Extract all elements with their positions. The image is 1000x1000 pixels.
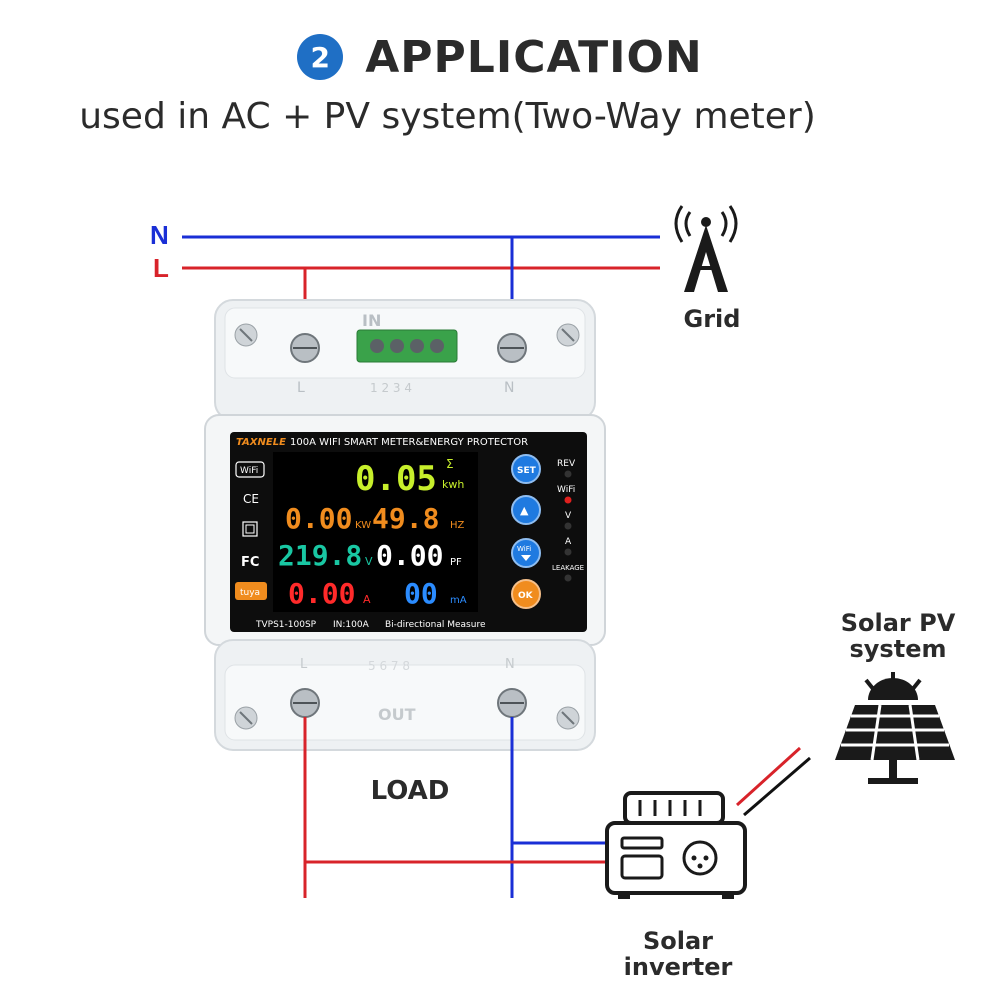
dc-negative-wire — [743, 756, 811, 817]
indicator-v-led — [564, 522, 572, 530]
neutral-wire-label: N — [150, 220, 169, 250]
bottom-l-marking: L — [300, 657, 308, 672]
header: 2 APPLICATION — [0, 22, 1000, 92]
live-wire-label: L — [153, 253, 169, 283]
indicator-a-led — [564, 548, 572, 556]
ce-mark: CE — [243, 492, 259, 506]
current-unit: A — [363, 593, 371, 606]
indicator-wifi-led — [564, 496, 572, 504]
dc-positive-wire — [735, 746, 802, 807]
wifi-down-button[interactable]: WiFi — [511, 538, 541, 568]
solar-pv-label-line2: system — [849, 635, 947, 663]
down-arrow-icon — [521, 555, 531, 561]
green-terminal-block — [356, 329, 458, 363]
brand-name: TAXNELE — [236, 437, 286, 448]
power-value: 0.00 — [285, 502, 352, 535]
energy-sum-symbol: Σ — [446, 457, 454, 471]
solar-inverter-label-line2: inverter — [623, 953, 733, 981]
indicator-leakage-led — [564, 574, 572, 582]
step-number-badge: 2 — [297, 34, 344, 80]
voltage-value: 219.8 — [278, 539, 362, 572]
leakage-unit: mA — [450, 595, 467, 606]
ok-button[interactable]: OK — [511, 579, 541, 609]
top-l-marking: L — [297, 380, 305, 396]
frequency-value: 49.8 — [372, 502, 439, 535]
up-button[interactable]: ▲ — [511, 495, 541, 525]
footer-rating: IN:100A — [333, 620, 370, 630]
indicator-a-label: A — [565, 537, 572, 547]
meter-model-title: 100A WIFI SMART METER&ENERGY PROTECTOR — [290, 437, 528, 448]
grid-label: Grid — [683, 305, 741, 333]
lcd-screen — [273, 452, 478, 612]
solar-pv-label: Solar PV system — [818, 610, 978, 662]
power-factor-value: 0.00 — [376, 539, 443, 572]
bottom-n-marking: N — [505, 657, 515, 672]
indicator-leakage-label: LEAKAGE — [552, 564, 584, 572]
meter-bottom-cover — [224, 664, 586, 741]
indicator-wifi-label: WiFi — [557, 485, 575, 495]
power-unit: KW — [355, 520, 371, 531]
indicator-rev-label: REV — [557, 459, 576, 469]
leakage-value: 00 — [404, 577, 438, 610]
solar-inverter-label-line1: Solar — [642, 927, 714, 955]
ok-button-label: OK — [518, 591, 534, 601]
double-insulation-icon — [242, 521, 258, 537]
energy-unit: kwh — [442, 478, 464, 491]
fcc-mark: FC — [241, 555, 259, 570]
out-marking: OUT — [378, 705, 416, 724]
solar-inverter-label: Solar inverter — [598, 928, 758, 980]
top-n-marking: N — [504, 380, 514, 396]
smart-meter: IN L N 1 2 3 4 TAXNELE 100A WIFI SMART M… — [204, 299, 606, 751]
set-button-label: SET — [517, 466, 537, 476]
current-value: 0.00 — [288, 577, 355, 610]
footer-description: Bi-directional Measure — [385, 620, 486, 630]
indicator-v-label: V — [565, 511, 572, 521]
up-arrow-icon: ▲ — [520, 504, 529, 517]
wifi-badge — [235, 461, 265, 478]
solar-panel-icon — [835, 672, 955, 784]
energy-value: 0.05 — [355, 459, 437, 499]
solar-pv-label-line1: Solar PV — [840, 609, 956, 637]
wifi-down-button-label: WiFi — [517, 545, 531, 553]
page-title: APPLICATION — [365, 31, 703, 83]
wifi-badge-label: WiFi — [240, 466, 258, 476]
tuya-badge-label: tuya — [240, 588, 260, 598]
bottom-terminal-numbers: 5 6 7 8 — [368, 659, 410, 673]
load-label: LOAD — [370, 776, 450, 806]
inverter-icon — [605, 791, 747, 899]
frequency-unit: HZ — [450, 520, 465, 531]
voltage-unit: V — [365, 555, 373, 568]
power-factor-unit: PF — [450, 557, 462, 568]
footer-model: TVPS1-100SP — [255, 620, 317, 630]
tuya-badge — [235, 582, 267, 600]
set-button[interactable]: SET — [511, 454, 541, 484]
indicator-rev-led — [564, 470, 572, 478]
top-terminal-numbers: 1 2 3 4 — [370, 381, 412, 395]
transmission-tower-icon — [674, 205, 738, 292]
in-marking: IN — [362, 311, 381, 330]
page-subtitle: used in AC + PV system(Two-Way meter) — [79, 96, 816, 137]
